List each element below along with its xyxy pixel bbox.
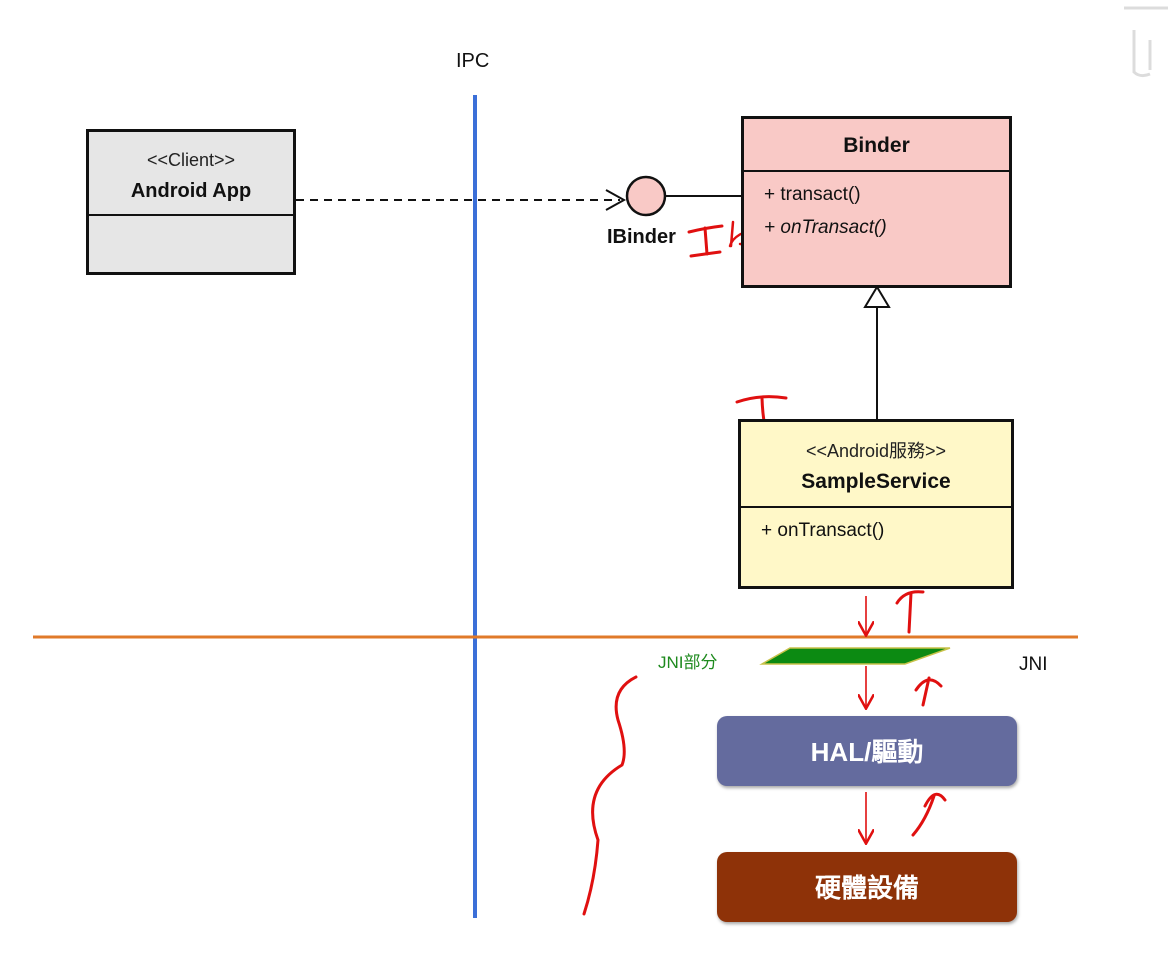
sampleservice-class-box: <<Android服務>> SampleService + onTransact… [738, 419, 1014, 589]
jni-part-label: JNI部分 [658, 653, 718, 672]
hand-up-arrow-2 [914, 676, 943, 707]
client-class-box: <<Client>> Android App [86, 129, 296, 275]
ibinder-label: IBinder [607, 226, 676, 248]
ibinder-interface-circle [625, 175, 667, 217]
service-stereotype: <<Android服務>> [805, 441, 947, 461]
binder-name: Binder [843, 134, 910, 157]
hardware-device-label: 硬體設備 [814, 873, 919, 903]
corner-artifact [1124, 6, 1168, 78]
service-method-ontransact: + onTransact() [761, 520, 885, 541]
jni-label: JNI [1019, 654, 1048, 675]
hal-driver-label: HAL/驅動 [810, 737, 924, 767]
ipc-label: IPC [456, 50, 490, 72]
hal-driver-box: HAL/驅動 [717, 716, 1017, 786]
hand-up-arrow-1 [895, 590, 925, 634]
hand-brace [582, 675, 638, 916]
client-name: Android App [130, 180, 252, 202]
service-name: SampleService [801, 470, 951, 493]
dependency-arrowhead [605, 189, 627, 211]
hand-up-arrow-3 [911, 792, 947, 837]
hardware-device-box: 硬體設備 [717, 852, 1017, 922]
binder-method-ontransact: + onTransact() [764, 217, 887, 238]
hand-mark-i [687, 224, 724, 258]
binder-method-transact: + transact() [764, 184, 861, 205]
inheritance-triangle [863, 285, 891, 308]
binder-class-box: Binder + transact() + onTransact() [741, 116, 1012, 288]
jni-parallelogram [759, 647, 951, 665]
client-stereotype: <<Client>> [146, 150, 236, 170]
